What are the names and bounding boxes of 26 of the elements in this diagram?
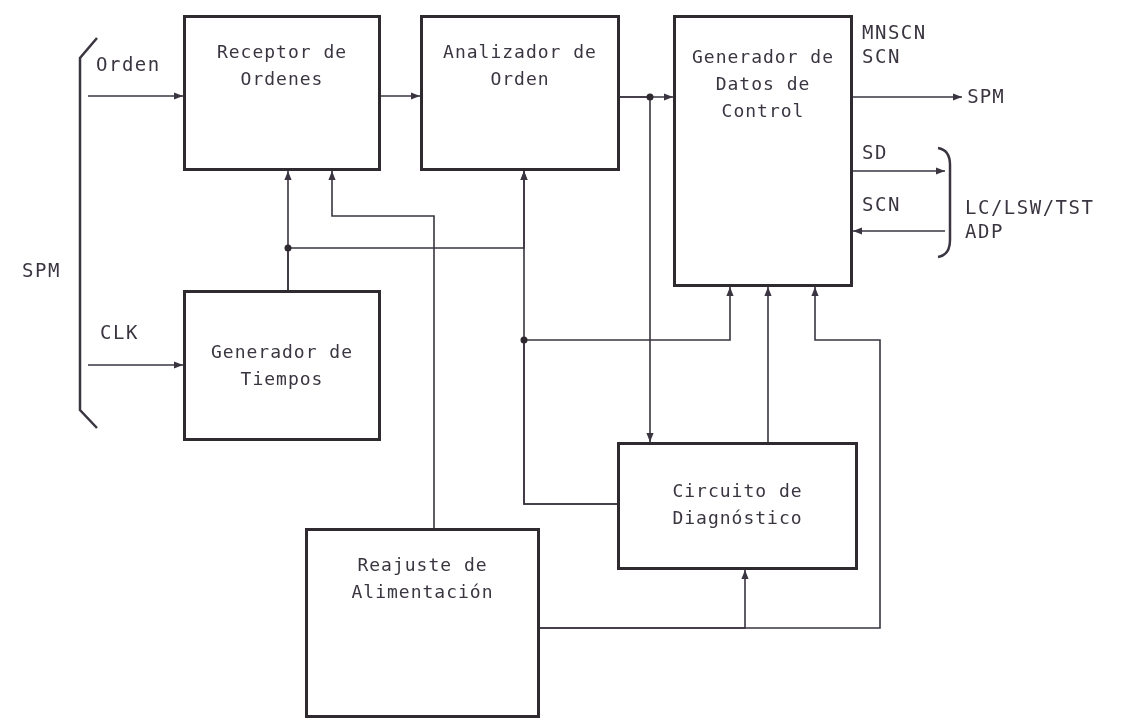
- arrow: [852, 93, 963, 101]
- box-label: Reajuste de Alimentación: [350, 553, 495, 604]
- box-label: Analizador de Orden: [442, 40, 598, 91]
- arrow: [852, 227, 946, 235]
- box-label: Circuito de Diagnóstico: [671, 479, 804, 530]
- signal-label: SPM: [22, 258, 61, 282]
- arrow: [380, 92, 421, 100]
- process-box: [305, 528, 540, 718]
- arrow: [764, 286, 772, 443]
- process-box: [183, 290, 381, 441]
- arrow: [328, 170, 435, 529]
- signal-label: LC/LSW/TST ADP: [965, 195, 1096, 243]
- arrow: [852, 167, 946, 175]
- arrow: [619, 96, 654, 443]
- signal-label: SPM: [966, 84, 1006, 109]
- arrow: [87, 361, 184, 369]
- box-label: Generador de Datos de Control: [690, 45, 835, 123]
- process-box: [183, 15, 381, 171]
- arrow: [87, 92, 184, 100]
- box-label: Generador de Tiempos: [209, 340, 354, 391]
- arrow: [523, 286, 734, 505]
- process-box: [673, 15, 853, 287]
- process-box: [617, 442, 858, 570]
- box-label: Receptor de Ordenes: [215, 40, 349, 91]
- process-box: [420, 15, 620, 171]
- arrow: [539, 286, 881, 629]
